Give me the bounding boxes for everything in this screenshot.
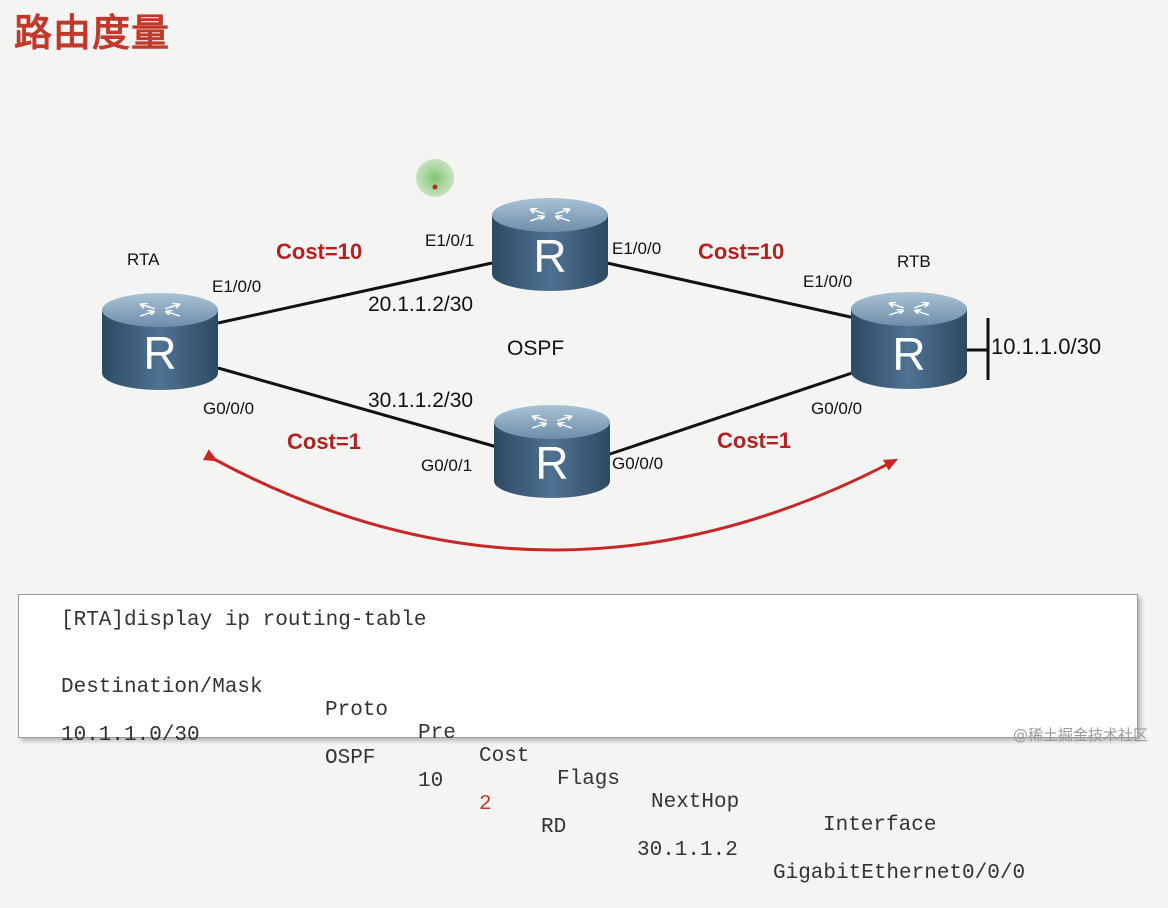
if-top-right: E1/0/0 <box>612 239 661 258</box>
router-bottom-symbol: R <box>535 437 568 489</box>
header-pre: Pre <box>418 722 456 745</box>
header-cost: Cost <box>479 745 530 768</box>
cell-nexthop: 30.1.1.2 <box>637 839 738 862</box>
cell-flags: RD <box>541 816 567 839</box>
if-bottom-left: G0/0/1 <box>421 456 472 475</box>
network-diagram: R R R R RTA RTB E1/0/0 G0/0/0 E1/0/1 E1/… <box>102 159 1101 552</box>
if-bottom-right: G0/0/0 <box>612 454 663 473</box>
protocol-label: OSPF <box>507 337 564 360</box>
if-top-left: E1/0/1 <box>425 231 474 250</box>
if-rta-e: E1/0/0 <box>212 277 261 296</box>
router-rta-symbol: R <box>143 327 176 379</box>
link-bottom-rtb <box>606 370 856 457</box>
header-nexthop: NextHop <box>651 791 740 814</box>
router-rtb-label: RTB <box>897 252 931 271</box>
slide-title: 路由度量 <box>14 11 171 55</box>
cost-bottom-left: Cost=1 <box>287 429 361 454</box>
router-rta-label: RTA <box>127 250 160 269</box>
link-rta-top <box>217 261 493 325</box>
if-rta-g: G0/0/0 <box>203 399 254 418</box>
cost-top-left: Cost=10 <box>276 239 362 264</box>
router-top-symbol: R <box>533 230 566 282</box>
terminal-route-row: 10.1.1.0/30 OSPF 10 2 RD 30.1.1.2 Gigabi… <box>61 701 1025 908</box>
if-rtb-g: G0/0/0 <box>811 399 862 418</box>
addr-stub: 10.1.1.0/30 <box>991 334 1101 359</box>
router-bottom-icon: R <box>494 405 610 498</box>
link-top-rtb <box>606 261 856 320</box>
addr-bottom: 30.1.1.2/30 <box>368 389 473 412</box>
link-rta-bottom <box>217 366 498 449</box>
cell-interface: GigabitEthernet0/0/0 <box>773 862 1026 885</box>
cell-proto: OSPF <box>325 747 376 770</box>
routing-table-output: [RTA]display ip routing-table Destinatio… <box>18 594 1138 885</box>
router-top-icon: R <box>492 198 608 291</box>
terminal-command: [RTA]display ip routing-table <box>61 609 427 632</box>
path-arrow <box>202 449 899 552</box>
addr-top: 20.1.1.2/30 <box>368 293 473 316</box>
cost-bottom-right: Cost=1 <box>717 428 791 453</box>
router-rtb-symbol: R <box>892 328 925 380</box>
watermark: @稀土掘金技术社区 <box>1012 726 1148 744</box>
cursor-pointer-icon <box>416 159 454 197</box>
cell-cost: 2 <box>479 793 492 816</box>
cost-top-right: Cost=10 <box>698 239 784 264</box>
cell-destination: 10.1.1.0/30 <box>61 724 200 747</box>
header-proto: Proto <box>325 699 389 722</box>
header-destination: Destination/Mask <box>61 676 263 699</box>
router-rta-icon: R <box>102 293 218 390</box>
if-rtb-e: E1/0/0 <box>803 272 852 291</box>
cell-pre: 10 <box>418 770 444 793</box>
header-flags: Flags <box>557 768 621 791</box>
router-rtb-icon: R <box>851 292 967 389</box>
header-interface: Interface <box>823 814 937 837</box>
